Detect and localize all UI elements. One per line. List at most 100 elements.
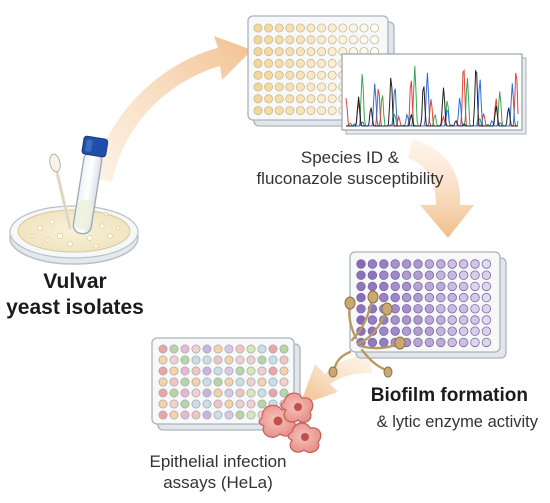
label-epithelial-infection: Epithelial infection assays (HeLa): [118, 451, 318, 494]
fungal-hyphae-icon: [328, 290, 406, 378]
label-line: yeast isolates: [6, 296, 144, 320]
plate-well: [264, 47, 274, 57]
plate-well: [481, 337, 492, 348]
plate-well: [413, 292, 423, 303]
plate-well: [191, 377, 201, 387]
plate-well: [401, 304, 412, 314]
plate-well: [481, 281, 492, 292]
label-line: assays (HeLa): [163, 473, 273, 493]
plate-well: [306, 47, 316, 57]
plate-well: [458, 281, 469, 292]
plate-well: [413, 326, 423, 336]
plate-well: [367, 326, 378, 336]
plate-well: [458, 304, 469, 314]
plate-well: [390, 315, 400, 325]
plate-well: [213, 377, 223, 387]
plate-well: [264, 70, 274, 80]
plate-well: [264, 35, 274, 45]
plate-well: [367, 259, 378, 269]
plate-well: [279, 366, 289, 376]
label-line: Biofilm formation: [370, 385, 528, 406]
plate-well: [235, 410, 245, 420]
plate-well: [264, 106, 274, 116]
plate-well: [401, 315, 412, 325]
plate-well: [367, 315, 378, 325]
plate-well: [379, 259, 389, 269]
plate-well: [202, 377, 212, 387]
plate-well: [191, 399, 201, 409]
plate-well: [379, 281, 389, 292]
plate-well: [279, 355, 289, 365]
plate-well: [191, 388, 201, 398]
plate-well: [379, 326, 389, 336]
plate-well: [257, 366, 267, 376]
plate-well: [447, 304, 457, 314]
plate-well: [246, 399, 256, 409]
plate-well: [158, 355, 168, 365]
plate-well: [285, 82, 295, 92]
plate-well: [447, 337, 457, 348]
plate-well: [253, 106, 263, 116]
petri-dish-icon: [9, 205, 139, 265]
plate-well: [317, 23, 327, 33]
plate-well: [169, 410, 179, 420]
plate-well: [413, 315, 423, 325]
plate-well: [264, 94, 274, 104]
plate-well: [413, 270, 423, 280]
plate-well: [338, 35, 348, 45]
plate-well: [436, 259, 446, 269]
plate-well: [447, 259, 457, 269]
plate-well: [246, 366, 256, 376]
plate-well: [481, 315, 492, 325]
plate-well: [401, 270, 412, 280]
plate-well: [306, 35, 316, 45]
plate-well: [306, 106, 316, 116]
plate-well: [274, 58, 284, 68]
label-line: Vulvar: [43, 270, 107, 293]
plate-well: [257, 344, 267, 354]
plate-well: [424, 281, 435, 292]
plate-well: [413, 259, 423, 269]
plate-well: [359, 35, 369, 45]
plate-well: [285, 23, 295, 33]
plate-well: [274, 23, 284, 33]
plate-well: [447, 292, 457, 303]
plate-well: [285, 35, 295, 45]
plate-well: [413, 304, 423, 314]
plate-well: [285, 47, 295, 57]
plate-well: [317, 70, 327, 80]
plate-well: [213, 388, 223, 398]
plate-well: [253, 82, 263, 92]
plate-well: [257, 355, 267, 365]
label-biofilm-formation: Biofilm formation & lytic enzyme activit…: [350, 384, 550, 432]
plate-well: [317, 35, 327, 45]
plate-well: [224, 410, 234, 420]
plate-well: [390, 281, 400, 292]
plate-well: [356, 281, 366, 292]
plate-well: [413, 281, 423, 292]
plate-well: [327, 106, 337, 116]
plate-well: [317, 58, 327, 68]
plate-well: [295, 94, 305, 104]
plate-well: [401, 326, 412, 336]
plate-well: [279, 377, 289, 387]
plate-well: [447, 270, 457, 280]
plate-well: [213, 344, 223, 354]
plate-well: [268, 355, 278, 365]
plate-well: [169, 366, 179, 376]
plate-well: [424, 326, 435, 336]
plate-well: [413, 337, 423, 348]
flow-arrow-icon: [408, 139, 474, 238]
plate-well: [436, 292, 446, 303]
plate-well: [327, 23, 337, 33]
plate-well: [285, 70, 295, 80]
plate-well: [285, 106, 295, 116]
plate-well: [367, 337, 378, 348]
plate-well: [481, 270, 492, 280]
plate-well: [390, 292, 400, 303]
plate-well: [180, 366, 190, 376]
plate-well: [191, 344, 201, 354]
plate-well: [180, 410, 190, 420]
plate-well: [390, 259, 400, 269]
